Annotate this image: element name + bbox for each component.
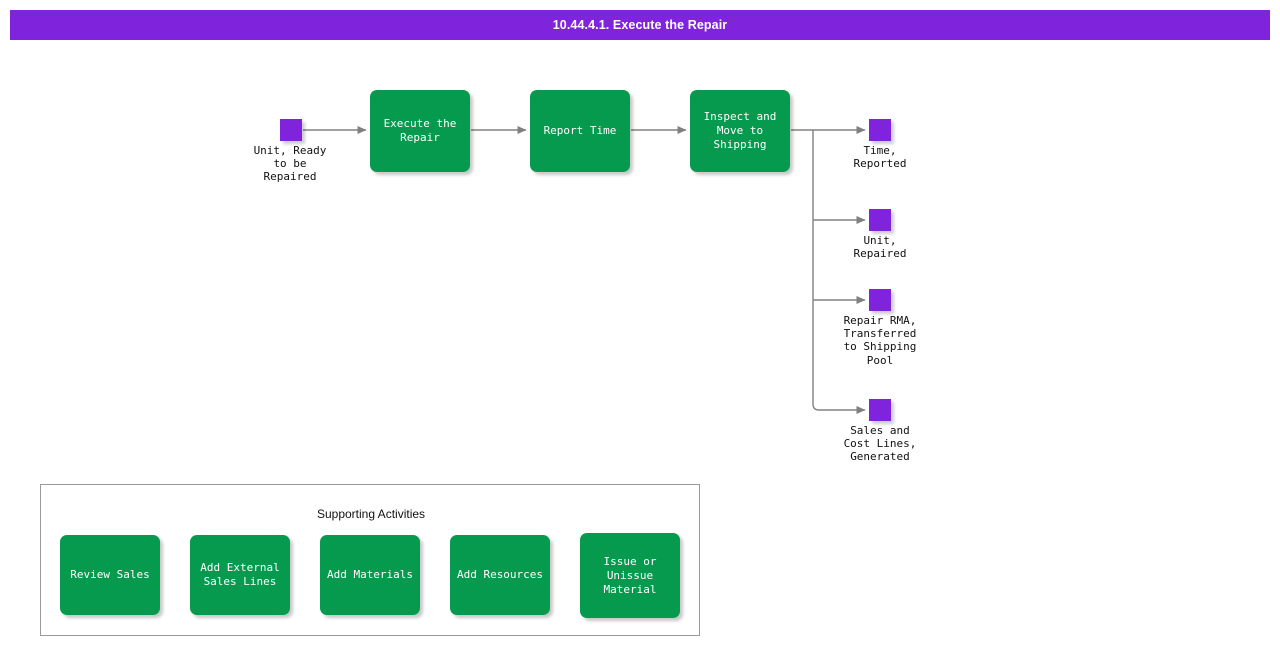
supporting-activity-add-resources[interactable]: Add Resources: [450, 535, 550, 615]
connector-node-time-reported[interactable]: [869, 119, 891, 141]
connector-node-unit-ready-to-be-repaired[interactable]: [280, 119, 302, 141]
connector-label-repair-rma-transferred-to-shipping-pool: Repair RMA, Transferred to Shipping Pool: [843, 314, 917, 367]
process-label-inspect-and-move-to-shipping: Inspect and Move to Shipping: [703, 110, 777, 151]
connector-label-sales-and-cost-lines-generated: Sales and Cost Lines, Generated: [843, 424, 917, 464]
process-box-inspect-and-move-to-shipping[interactable]: Inspect and Move to Shipping: [690, 90, 790, 172]
supporting-activity-label-add-external-sales-lines: Add External Sales Lines: [200, 561, 280, 588]
connector-node-sales-and-cost-lines-generated[interactable]: [869, 399, 891, 421]
process-label-report-time: Report Time: [543, 124, 617, 137]
supporting-activity-review-sales[interactable]: Review Sales: [60, 535, 160, 615]
wire-trunk-to-sales-cost-lines: [812, 130, 866, 414]
supporting-activity-add-materials[interactable]: Add Materials: [320, 535, 420, 615]
connector-node-unit-repaired[interactable]: [869, 209, 891, 231]
supporting-activity-add-external-sales-lines[interactable]: Add External Sales Lines: [190, 535, 290, 615]
supporting-activity-issue-or-unissue-material[interactable]: Issue or Unissue Material: [580, 533, 680, 618]
connector-label-unit-ready-to-be-repaired: Unit, Ready to be Repaired: [253, 144, 327, 184]
connector-label-unit-repaired: Unit, Repaired: [853, 234, 907, 261]
page-title: 10.44.4.1. Execute the Repair: [552, 18, 728, 32]
connector-label-time-reported: Time, Reported: [853, 144, 907, 171]
process-box-execute-the-repair[interactable]: Execute the Repair: [370, 90, 470, 172]
supporting-activity-label-add-materials: Add Materials: [326, 568, 414, 581]
connector-node-repair-rma-transferred-to-shipping-pool[interactable]: [869, 289, 891, 311]
process-label-execute-the-repair: Execute the Repair: [383, 117, 457, 144]
supporting-activity-label-issue-or-unissue-material: Issue or Unissue Material: [603, 554, 657, 596]
supporting-activity-label-add-resources: Add Resources: [456, 568, 544, 581]
page-title-bar: 10.44.4.1. Execute the Repair: [10, 10, 1270, 40]
supporting-activities-title: Supporting Activities: [316, 507, 426, 521]
process-box-report-time[interactable]: Report Time: [530, 90, 630, 172]
supporting-activity-label-review-sales: Review Sales: [70, 568, 150, 581]
